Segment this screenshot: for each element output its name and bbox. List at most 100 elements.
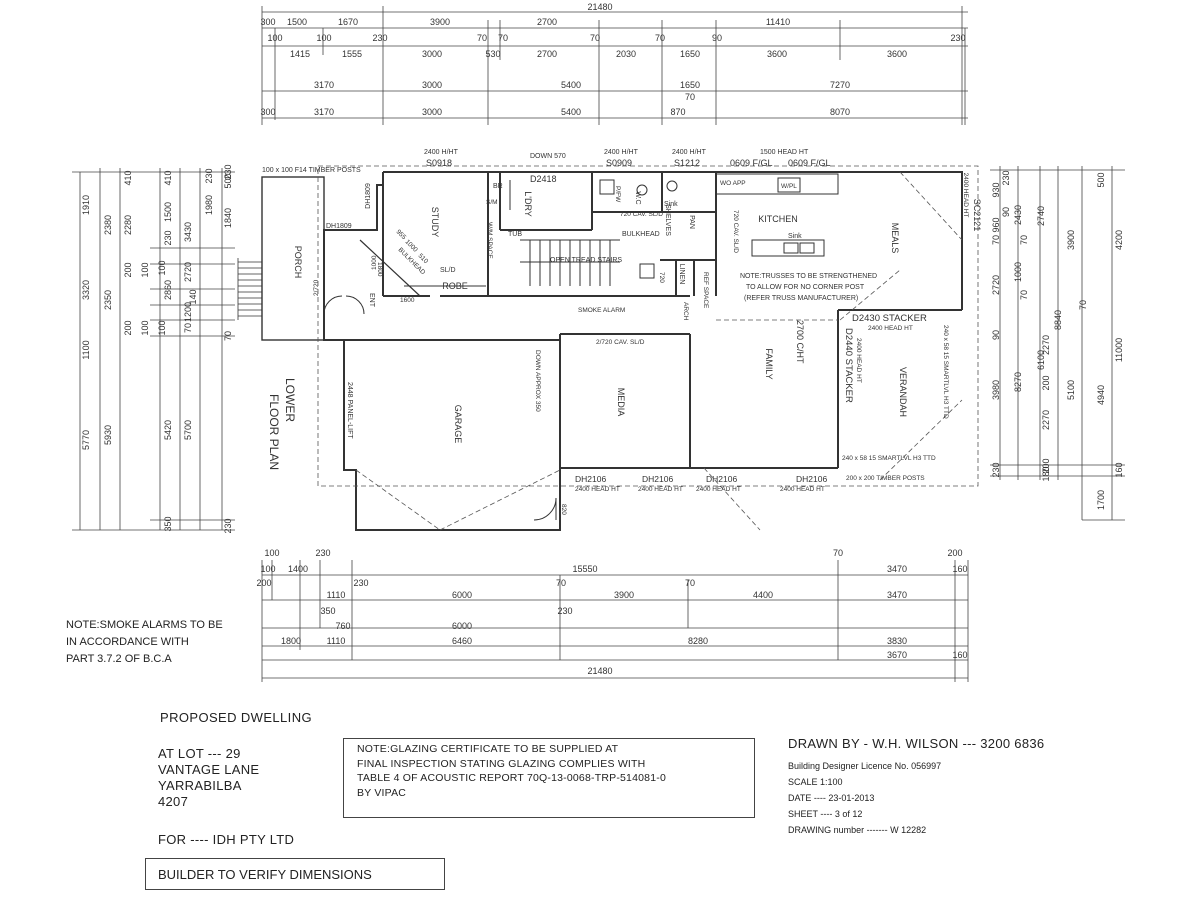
room-porch: PORCH bbox=[293, 246, 303, 279]
site-address: AT LOT --- 29 VANTAGE LANE YARRABILBA 42… bbox=[158, 746, 259, 810]
label-timber-200: 200 x 200 TIMBER POSTS bbox=[846, 475, 925, 482]
label-d2430-ht: 2400 HEAD HT bbox=[868, 325, 913, 332]
dim-top-r2a: 230 bbox=[372, 33, 387, 43]
dim-right-col2: 200 bbox=[1041, 458, 1051, 473]
fixtures bbox=[323, 173, 839, 521]
dim-left-col6: 70 bbox=[223, 331, 233, 341]
label-sc2121: SC2121 bbox=[972, 199, 982, 232]
room-ent: ENT bbox=[368, 293, 375, 308]
dim-bottom-r5: 6460 bbox=[452, 636, 472, 646]
dim-top-r2a: 100 bbox=[316, 33, 331, 43]
dim-bottom-r4: 350 bbox=[320, 606, 335, 616]
label-panel-lift: 2448 PANEL-LIFT bbox=[346, 382, 353, 439]
dim-right-col2: 180 bbox=[1041, 466, 1051, 481]
address-suburb: YARRABILBA bbox=[158, 778, 242, 793]
label-arch: ARCH bbox=[682, 302, 689, 321]
label-820: 820 bbox=[560, 504, 567, 515]
dim-right-col1: 3980 bbox=[991, 380, 1001, 400]
proposed-dwelling-title: PROPOSED DWELLING bbox=[160, 710, 312, 725]
dim-right-col3: 1000 bbox=[1013, 262, 1023, 282]
dim-bottom-r6: 160 bbox=[952, 650, 967, 660]
dim-right-col2: 200 bbox=[1041, 375, 1051, 390]
label-down570: DOWN 570 bbox=[530, 153, 566, 160]
label-fgl: 0609 F/GL bbox=[730, 158, 773, 168]
address-postcode: 4207 bbox=[158, 794, 189, 809]
dim-bottom-r3: 3470 bbox=[887, 590, 907, 600]
lower-floor-plan-title: FLOOR PLAN bbox=[267, 394, 281, 470]
smoke-alarm-note: NOTE:SMOKE ALARMS TO BE IN ACCORDANCE WI… bbox=[66, 617, 223, 668]
glazing-note-line: BY VIPAC bbox=[357, 786, 407, 799]
room-wm-space: W/M SPACE bbox=[486, 222, 493, 259]
label-down-approx: DOWN APPROX 350 bbox=[534, 350, 541, 412]
dim-left-col3: 2280 bbox=[123, 215, 133, 235]
label-cav2720: 2/720 CAV. SL/D bbox=[596, 339, 645, 346]
dim-left-col3: 100 bbox=[140, 320, 150, 335]
dim-right-col3: 8270 bbox=[1013, 372, 1023, 392]
dim-right-col2: 2270 bbox=[1041, 410, 1051, 430]
dim-bottom-r4: 6000 bbox=[452, 621, 472, 631]
dim-top-r1: 1500 bbox=[287, 17, 307, 27]
dim-bottom-r5: 3830 bbox=[887, 636, 907, 646]
dim-top-r1: 300 bbox=[260, 17, 275, 27]
opening-labels: 100 x 100 F14 TIMBER POSTS DH1809 DH1809… bbox=[262, 149, 982, 515]
dim-right-col2: 70 bbox=[1078, 300, 1088, 310]
room-tub: TUB bbox=[508, 231, 522, 238]
label-dh2106: DH2106 bbox=[642, 474, 673, 484]
dim-left-col6: 1980 bbox=[204, 195, 214, 215]
dim-left-col5: 70 bbox=[183, 323, 193, 333]
lower-floor-plan-title: LOWER bbox=[283, 378, 297, 422]
dim-right-col2: 230 bbox=[1001, 170, 1011, 185]
dim-top-r4: 3000 bbox=[422, 107, 442, 117]
room-study: STUDY bbox=[430, 207, 440, 238]
label-s0909-ht: 2400 H/HT bbox=[604, 149, 639, 156]
dim-top-r3: 7270 bbox=[830, 80, 850, 90]
room-robe: ROBE bbox=[442, 281, 468, 291]
room-ceiling: 2700 C/HT bbox=[795, 320, 805, 364]
label-s0909: S0909 bbox=[606, 158, 632, 168]
glazing-note-line: NOTE:GLAZING CERTIFICATE TO BE SUPPLIED … bbox=[357, 743, 619, 755]
address-street: VANTAGE LANE bbox=[158, 762, 260, 777]
label-cav720: 720 CAV. SL/D bbox=[732, 210, 739, 253]
glazing-note-line: FINAL INSPECTION STATING GLAZING COMPLIE… bbox=[357, 757, 646, 770]
label-pfw: P/FW bbox=[614, 186, 621, 203]
room-ldry: L'DRY bbox=[523, 191, 533, 217]
dim-top-r2b: 2700 bbox=[537, 49, 557, 59]
room-open-tread: OPEN TREAD STAIRS bbox=[550, 257, 622, 264]
label-d2440-ht: 2400 HEAD HT bbox=[855, 338, 862, 383]
room-shelves: SHELVES bbox=[664, 204, 671, 236]
dim-left-col3: 100 bbox=[140, 262, 150, 277]
dim-left-col6: 230 bbox=[204, 168, 214, 183]
label-d2440: D2440 STACKER bbox=[843, 328, 854, 403]
dim-bottom-r3: 1110 bbox=[327, 590, 346, 600]
dim-left-col4: 410 bbox=[163, 170, 173, 185]
room-sm: S/M bbox=[486, 199, 498, 206]
dim-left-col2: 5930 bbox=[103, 425, 113, 445]
dim-right-col1: 90 bbox=[991, 330, 1001, 340]
label-sc2121-ht: 2400 HEAD HT bbox=[962, 173, 969, 218]
label-dh2106-ht: 2400 HEAD HT bbox=[575, 486, 620, 493]
label-dh2106-ht: 2400 HEAD HT bbox=[780, 486, 825, 493]
dim-right-col1: 930 bbox=[991, 182, 1001, 197]
label-dh2106-ht: 2400 HEAD HT bbox=[696, 486, 741, 493]
label-dh2106: DH2106 bbox=[796, 474, 827, 484]
label-d2418: D2418 bbox=[530, 174, 557, 184]
left-dimension-chains bbox=[72, 168, 235, 531]
dim-bottom-r5: 1800 bbox=[281, 636, 301, 646]
label-truss-note: NOTE:TRUSSES TO BE STRENGTHENED bbox=[740, 273, 877, 280]
dim-right-col4: 4940 bbox=[1096, 385, 1106, 405]
dim-top-r3: 3170 bbox=[314, 80, 334, 90]
dim-left-col6: 1840 bbox=[223, 208, 233, 228]
drawn-by-block: DRAWN BY - W.H. WILSON --- 3200 6836 Bui… bbox=[788, 736, 1044, 835]
label-dh2106-ht: 2400 HEAD HT bbox=[638, 486, 683, 493]
dim-top-r4: 870 bbox=[670, 107, 685, 117]
dim-top-overall: 21480 bbox=[587, 2, 612, 12]
label-fgl: 0609 F/GL bbox=[788, 158, 831, 168]
dim-right-col3: 2430 bbox=[1013, 205, 1023, 225]
drawn-by: DRAWN BY - W.H. WILSON --- 3200 6836 bbox=[788, 736, 1045, 751]
smoke-note-line: PART 3.7.2 OF B.C.A bbox=[66, 653, 172, 665]
bottom-dimension-chains bbox=[261, 560, 969, 682]
room-kitchen: KITCHEN bbox=[758, 214, 798, 224]
dim-bottom-r5: 8280 bbox=[688, 636, 708, 646]
dim-bottom-r2: 100 bbox=[260, 564, 275, 574]
dim-bottom-r3: 230 bbox=[353, 578, 368, 588]
